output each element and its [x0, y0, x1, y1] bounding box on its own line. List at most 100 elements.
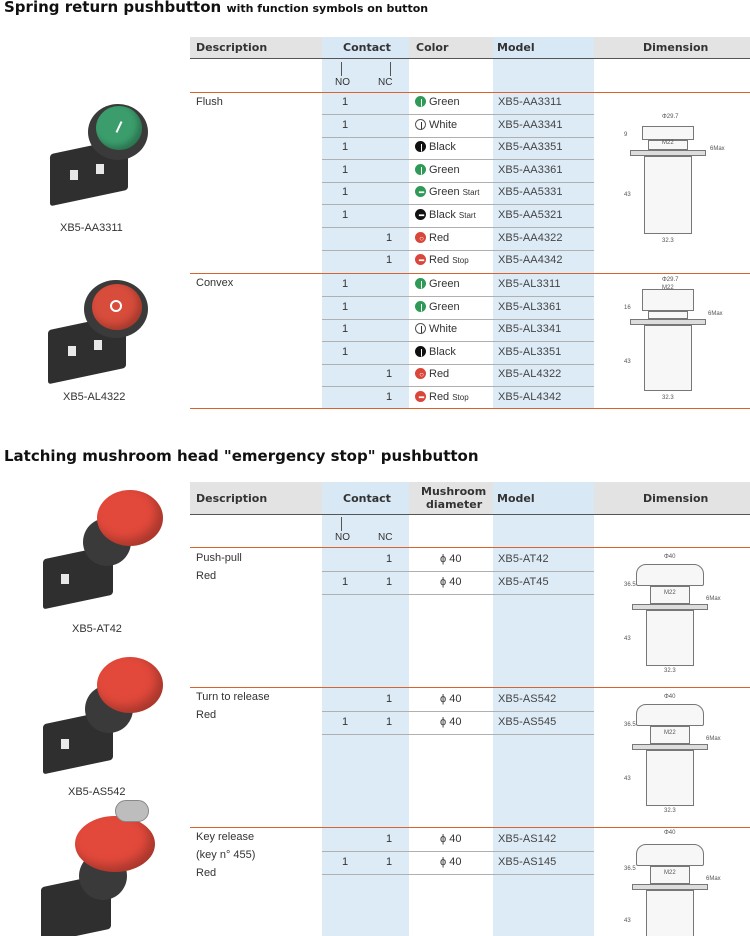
- red-color-icon: ○: [415, 368, 426, 380]
- dim-max: 6Max: [710, 146, 725, 152]
- model-value: XB5-AS545: [498, 716, 557, 728]
- model-value: XB5-AA5321: [498, 209, 563, 221]
- no-value: 1: [342, 163, 349, 176]
- dim-cap: [642, 126, 694, 140]
- dim-h: 43: [624, 359, 631, 365]
- nc-value: 1: [386, 856, 393, 868]
- color-symbol-icon: ━: [419, 211, 424, 220]
- color-name: White: [429, 323, 458, 336]
- row-divider: [322, 711, 594, 712]
- s1-nc-label: NC: [378, 77, 393, 88]
- row-divider: [322, 874, 594, 875]
- s2-header-model-bg: [493, 482, 594, 514]
- diameter-value: ϕ 40: [440, 693, 462, 705]
- no-value: 1: [342, 186, 349, 199]
- color-value: ○ Red: [415, 231, 450, 244]
- no-value: 1: [342, 300, 349, 313]
- black-color-icon: |: [415, 141, 426, 153]
- nc-value: 1: [386, 576, 393, 588]
- product-cap: [97, 657, 163, 713]
- dim-body: [646, 610, 694, 666]
- nc-value: 1: [386, 716, 393, 728]
- model-value: XB5-AL4322: [498, 368, 562, 381]
- s2-nc-label: NC: [378, 532, 393, 543]
- dim-max: 6Max: [706, 736, 721, 742]
- black-color-icon: |: [415, 345, 426, 357]
- model-value: XB5-AA3361: [498, 163, 563, 176]
- diameter-value: ϕ 40: [440, 833, 462, 845]
- dim-d: Φ29.7: [662, 277, 679, 283]
- row-divider: [322, 594, 594, 595]
- color-name: Red: [429, 368, 450, 381]
- color-suffix: Start: [462, 188, 480, 198]
- s2-header-bg: [190, 482, 750, 514]
- dim-m: M22: [664, 590, 676, 596]
- dim-w: 32.3: [664, 808, 676, 814]
- dim-m: M22: [664, 730, 676, 736]
- s2-model-column: [493, 515, 594, 936]
- s2-group-divider-3: [190, 827, 750, 828]
- no-value: 1: [342, 209, 349, 221]
- color-value: |Green: [415, 300, 460, 313]
- dim-d: Φ40: [664, 694, 676, 700]
- dimension-drawing-push-pull: Φ40 M22 6Max 36.5 43 32.3: [620, 552, 730, 682]
- color-suffix: Stop: [452, 256, 469, 266]
- model-value: XB5-AA4322: [498, 231, 563, 244]
- s2-group-divider-1: [190, 547, 750, 548]
- color-name: Black: [429, 209, 456, 221]
- s2-group1-desc-line1: Push-pull: [196, 552, 242, 564]
- red-color-icon: ○: [415, 231, 426, 243]
- color-symbol-icon: ○: [419, 233, 424, 243]
- dim-cap: [636, 564, 704, 586]
- nc-value: 1: [386, 368, 393, 381]
- dim-body: [646, 750, 694, 806]
- s2-hdr-mushroom2: diameter: [426, 498, 483, 511]
- s1-group1-description: Flush: [196, 96, 223, 108]
- dim-cap: [642, 289, 694, 311]
- nc-value: 1: [386, 231, 393, 244]
- color-name: Red: [429, 231, 450, 244]
- color-name: Green: [429, 163, 460, 176]
- diameter-value: ϕ 40: [440, 716, 462, 728]
- s2-hdr-model: Model: [497, 492, 535, 505]
- s2-group-divider-2: [190, 687, 750, 688]
- dim-t: 16: [624, 305, 631, 311]
- model-value: XB5-AS142: [498, 833, 557, 845]
- dim-cap: [636, 704, 704, 726]
- s2-group1-desc-line2: Red: [196, 570, 217, 582]
- s1-group2-description: Convex: [196, 277, 234, 289]
- red-color-icon: ━: [415, 391, 426, 402]
- dim-max: 6Max: [706, 876, 721, 882]
- s2-group2-desc-line2: Red: [196, 709, 217, 721]
- dim-h: 43: [624, 776, 631, 782]
- diameter-value: ϕ 40: [440, 576, 462, 588]
- row-divider: [322, 227, 594, 228]
- model-value: XB5-AL3351: [498, 345, 562, 358]
- model-value: XB5-AA3311: [498, 96, 562, 108]
- s2-header-contact-bg: [322, 482, 409, 514]
- color-name: White: [429, 118, 458, 131]
- color-value: |Green: [415, 278, 460, 290]
- dim-d: Φ40: [664, 830, 676, 836]
- dim-t: 36.5: [624, 866, 636, 872]
- key-icon: [115, 800, 149, 822]
- color-name: Black: [429, 141, 456, 154]
- section1-title-text: Spring return pushbutton: [4, 0, 222, 16]
- color-symbol-icon: ━: [419, 256, 424, 266]
- color-value: |White: [415, 118, 458, 131]
- product-cap: [75, 816, 155, 872]
- s1-group-divider-top: [190, 92, 750, 93]
- dimension-drawing-convex: Φ29.7 M22 6Max 16 43 32.3: [620, 275, 730, 407]
- product-caption-2: XB5-AL4322: [63, 391, 126, 403]
- color-symbol-icon: |: [420, 325, 423, 335]
- white-color-icon: |: [415, 118, 426, 130]
- section1-title: Spring return pushbutton with function s…: [4, 0, 428, 16]
- no-value: 1: [342, 141, 349, 154]
- color-symbol-icon: |: [420, 302, 423, 312]
- green-color-icon: ━: [415, 186, 426, 198]
- row-divider: [322, 341, 594, 343]
- row-divider: [322, 734, 594, 735]
